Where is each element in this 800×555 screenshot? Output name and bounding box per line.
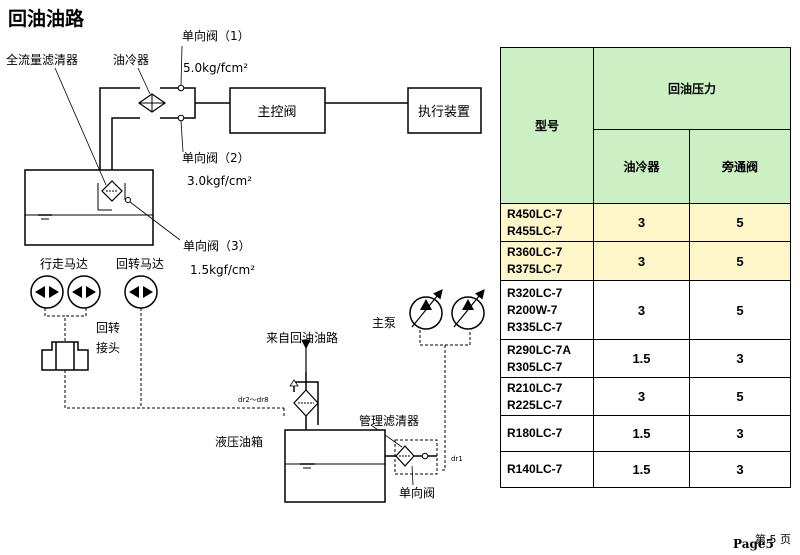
drain-label-dr2-dr8: dr2～dr8 xyxy=(238,396,269,404)
travel-motor-right-symbol xyxy=(67,275,101,309)
main-pump-label: 主泵 xyxy=(372,316,396,330)
from-return-line-label: 来自回油油路 xyxy=(266,330,338,345)
hydraulic-return-circuit-diagram: 主控阀 执行装置 单向阀（1） 5.0kg/fcm² 油冷器 全流量滤清器 单向… xyxy=(6,28,485,503)
drain-label-dr1: dr1 xyxy=(451,455,463,463)
table-cell-bypass-valve: 5 xyxy=(689,377,791,416)
table-cell-model: R140LC-7 xyxy=(500,451,594,488)
oil-cooler-label: 油冷器 xyxy=(113,53,149,67)
check-valve-1-pressure: 5.0kg/fcm² xyxy=(183,61,248,75)
table-cell-bypass-valve: 5 xyxy=(689,280,791,340)
table-cell-model: R290LC-7A R305LC-7 xyxy=(500,339,594,378)
return-filter-symbol xyxy=(289,379,319,417)
swing-motor-symbol xyxy=(124,275,158,309)
table-cell-oil-cooler: 3 xyxy=(593,241,690,281)
table-header-model: 型号 xyxy=(500,47,594,204)
swing-joint-label-2: 接头 xyxy=(96,340,120,355)
table-cell-oil-cooler: 1.5 xyxy=(593,451,690,488)
actuator-label: 执行装置 xyxy=(418,105,470,120)
check-valve-3-symbol xyxy=(125,197,131,203)
travel-motor-left-symbol xyxy=(30,275,64,309)
check-valve-2-pressure: 3.0kgf/cm² xyxy=(187,174,252,188)
check-valve-3-label: 单向阀（3） xyxy=(183,238,251,253)
check-valve-bottom-label: 单向阀 xyxy=(399,485,435,500)
table-header-return-pressure: 回油压力 xyxy=(593,47,791,130)
table-cell-model: R180LC-7 xyxy=(500,415,594,452)
table-cell-model: R320LC-7 R200W-7 R335LC-7 xyxy=(500,280,594,340)
upper-tank xyxy=(24,169,154,246)
swing-joint-symbol xyxy=(41,341,89,371)
table-cell-oil-cooler: 1.5 xyxy=(593,415,690,452)
travel-motor-label: 行走马达 xyxy=(40,257,88,271)
check-valve-1-symbol xyxy=(177,84,185,92)
table-cell-bypass-valve: 3 xyxy=(689,415,791,452)
table-cell-bypass-valve: 5 xyxy=(689,203,791,242)
check-valve-3-pressure: 1.5kgf/cm² xyxy=(190,263,255,277)
table-cell-bypass-valve: 3 xyxy=(689,451,791,488)
table-cell-bypass-valve: 3 xyxy=(689,339,791,378)
check-valve-3-text: 单向阀（3） 1.5kgf/cm² xyxy=(183,238,255,277)
table-cell-oil-cooler: 3 xyxy=(593,280,690,340)
table-cell-model: R450LC-7 R455LC-7 xyxy=(500,203,594,242)
table-header-bypass-valve: 旁通阀 xyxy=(689,129,791,204)
actuator-box xyxy=(407,87,482,134)
drain-lines xyxy=(44,308,471,471)
table-cell-model: R210LC-7 R225LC-7 xyxy=(500,377,594,416)
main-pump-1-symbol xyxy=(409,289,443,330)
leader-lines xyxy=(54,45,414,486)
full-flow-filter-label: 全流量滤清器 xyxy=(6,52,78,67)
check-valve-1-label: 单向阀（1） xyxy=(182,28,250,43)
page-number: Page5 第 5 页 xyxy=(733,533,791,551)
oil-cooler-symbol xyxy=(137,93,167,113)
line-filter-symbol xyxy=(394,439,438,475)
table-cell-oil-cooler: 3 xyxy=(593,203,690,242)
check-valve-2-symbol xyxy=(177,114,185,122)
main-pump-2-symbol xyxy=(451,289,485,330)
table-cell-bypass-valve: 5 xyxy=(689,241,791,281)
page-number-cn: 第 5 页 xyxy=(755,533,791,546)
swing-joint-label-1: 回转 xyxy=(96,320,120,335)
table-cell-oil-cooler: 3 xyxy=(593,377,690,416)
page-number-en: Page5 xyxy=(733,537,774,551)
upper-return-lines xyxy=(99,87,408,180)
hydraulic-tank xyxy=(284,429,386,503)
page-title: 回油油路 xyxy=(8,8,85,30)
table-cell-model: R360LC-7 R375LC-7 xyxy=(500,241,594,281)
check-valve-1-text: 单向阀（1） 5.0kg/fcm² xyxy=(182,28,250,75)
check-valve-2-label: 单向阀（2） xyxy=(182,150,250,165)
swing-motor-label: 回转马达 xyxy=(116,256,164,271)
full-flow-filter-symbol xyxy=(97,180,126,211)
line-filter-label: 管理滤清器 xyxy=(359,413,419,428)
hydraulic-tank-label: 液压油箱 xyxy=(215,434,263,449)
main-control-valve-label: 主控阀 xyxy=(257,105,296,120)
table-header-oil-cooler: 油冷器 xyxy=(593,129,690,204)
main-control-valve-box xyxy=(229,87,326,134)
check-valve-2-text: 单向阀（2） 3.0kgf/cm² xyxy=(182,150,252,188)
table-cell-oil-cooler: 1.5 xyxy=(593,339,690,378)
